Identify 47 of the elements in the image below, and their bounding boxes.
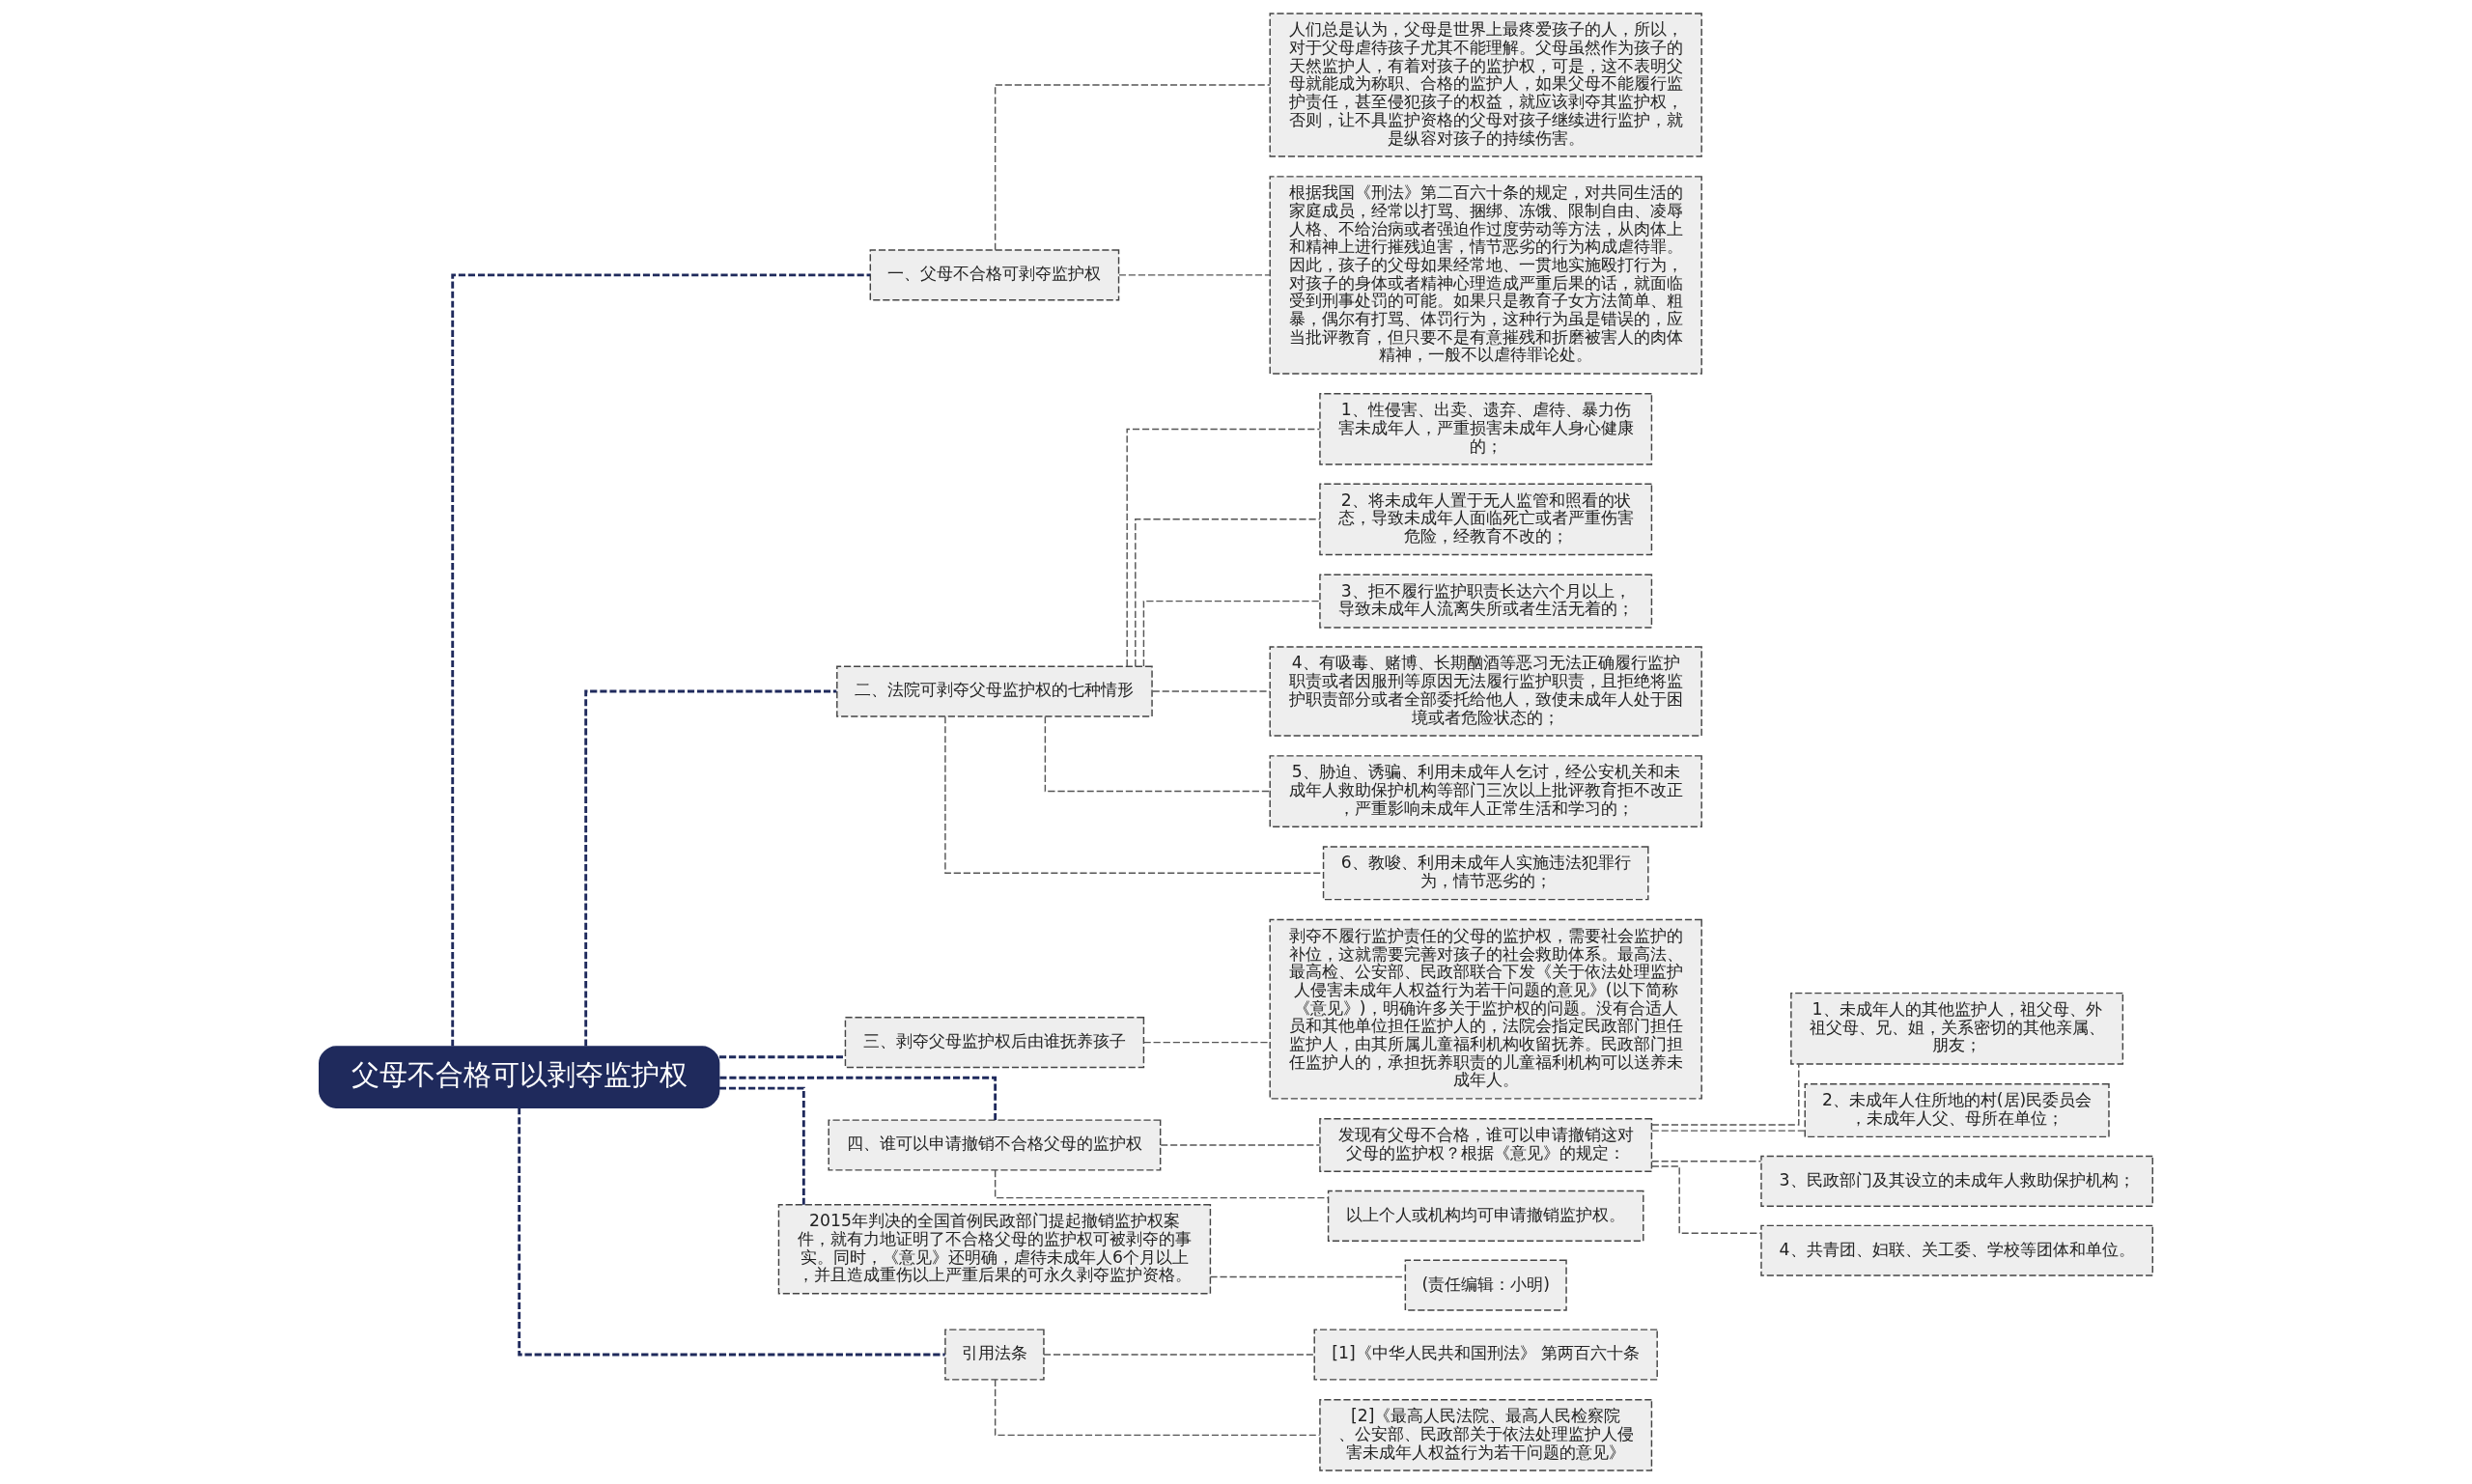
node-box: 4、共青团、妇联、关工委、学校等团体和单位。 (1760, 1224, 2153, 1276)
node-box: 以上个人或机构均可申请撤销监护权。 (1327, 1190, 1644, 1242)
connector (1160, 1144, 1321, 1146)
node-box: 3、民政部门及其设立的未成年人救助保护机构； (1760, 1155, 2153, 1207)
node-box: 1、性侵害、出卖、遗弃、虐待、暴力伤害未成年人，严重损害未成年人身心健康的； (1319, 393, 1653, 465)
connector (1651, 1161, 1762, 1162)
connector (994, 1169, 1329, 1199)
connector (1650, 1063, 1800, 1126)
node-box: 发现有父母不合格，谁可以申请撤销这对父母的监护权？根据《意见》的规定： (1319, 1117, 1653, 1172)
connector (719, 1076, 997, 1121)
node-box: 5、胁迫、诱骗、利用未成年人乞讨，经公安机关和未成年人救助保护机构等部门三次以上批评教育拒不改正，严重影响未成年人正常生活和学习的； (1269, 755, 1702, 827)
node-box: 父母不合格可以剥夺监护权 (319, 1046, 720, 1108)
node-box: 3、拒不履行监护职责长达六个月以上，导致未成年人流离失所或者生活无着的； (1319, 574, 1653, 629)
connector (451, 273, 871, 1047)
node-box: 2015年判决的全国首例民政部门提起撤销监护权案件，就有力地证明了不合格父母的监护权可被剥夺的事实。同时，《意见》还明确，虐待未成年人6个月以上，并且造成重伤以上严重后果的可永久剥夺监护资格。 (777, 1204, 1212, 1295)
connector (1142, 600, 1321, 667)
node-box: 6、教唆、利用未成年人实施违法犯罪行为，情节恶劣的； (1322, 846, 1649, 901)
connector (1118, 274, 1271, 276)
connector (1152, 690, 1271, 692)
node-box: 2、未成年人住所地的村(居)民委员会，未成年人父、母所在单位； (1804, 1083, 2110, 1138)
connector (719, 1055, 846, 1059)
connector (518, 1107, 945, 1357)
node-box: [2]《最高人民法院、最高人民检察院、公安部、民政部关于依法处理监护人侵害未成年人权益行为若干问题的意见》 (1319, 1399, 1653, 1471)
node-box: [1]《中华人民共和国刑法》 第两百六十条 (1313, 1329, 1658, 1381)
node-box: 剥夺不履行监护责任的父母的监护权，需要社会监护的补位，这就需要完善对孩子的社会救助体系。最高法、最高检、公安部、民政部联合下发《关于依法处理监护人侵害未成年人权益行为若干问题的意见》(以下简称《意见》)，明确许多关于监护权的问题。没有合适人员和其他单位担任监护人的，法院会指定民政部门担任监护人，由其所属儿童福利机构收留抚养。民政部门担任监护人的，承担抚养职责的儿童福利机构可以送养未成年人。 (1269, 918, 1702, 1100)
connector (584, 689, 837, 1047)
connector (994, 1379, 1321, 1437)
connector (1135, 518, 1321, 667)
connector (994, 84, 1271, 251)
connector (1142, 1041, 1271, 1044)
node-box: (责任编辑：小明) (1404, 1259, 1567, 1311)
connector (1651, 1130, 1806, 1132)
connector (1650, 1165, 1762, 1234)
node-box: 引用法条 (944, 1329, 1045, 1381)
node-box: 四、谁可以申请撤销不合格父母的监护权 (828, 1119, 1162, 1171)
node-box: 4、有吸毒、赌博、长期酗酒等恶习无法正确履行监护职责或者因服刑等原因无法履行监护职责，且拒绝将监护职责部分或者全部委托给他人，致使未成年人处于困境或者危险状态的； (1269, 646, 1702, 737)
node-box: 三、剥夺父母监护权后由谁抚养孩子 (844, 1017, 1145, 1069)
connector (718, 1086, 805, 1205)
node-box: 一、父母不合格可剥夺监护权 (869, 249, 1120, 301)
node-box: 根据我国《刑法》第二百六十条的规定，对共同生活的家庭成员，经常以打骂、捆绑、冻饿、限制自由、凌辱人格、不给治病或者强迫作过度劳动等方法，从肉体上和精神上进行摧残迫害，情节恶劣的行为构成虐待罪。因此，孩子的父母如果经常地、一贯地实施殴打行为，对孩子的身体或者精神心理造成严重后果的话，就面临受到刑事处罚的可能。如果只是教育子女方法简单、粗暴，偶尔有打骂、体罚行为，这种行为虽是错误的，应当批评教育，但只要不是有意摧残和折磨被害人的肉体精神，一般不以虐待罪论处。 (1269, 176, 1702, 375)
connector (1126, 428, 1321, 667)
connector (1043, 1354, 1315, 1356)
node-box: 人们总是认为，父母是世界上最疼爱孩子的人，所以，对于父母虐待孩子尤其不能理解。父母虽然作为孩子的天然监护人，有着对孩子的监护权，可是，这不表明父母就能成为称职、合格的监护人，如果父母不能履行监护责任，甚至侵犯孩子的权益，就应该剥夺其监护权，否则，让不具监护资格的父母对孩子继续进行监护，就是纵容对孩子的持续伤害。 (1269, 13, 1702, 157)
node-box: 2、将未成年人置于无人监管和照看的状态，导致未成年人面临死亡或者严重伤害危险，经教育不改的； (1319, 483, 1653, 556)
node-box: 1、未成年人的其他监护人，祖父母、外祖父母、兄、姐，关系密切的其他亲属、朋友； (1790, 992, 2124, 1065)
node-box: 二、法院可剥夺父母监护权的七种情形 (836, 665, 1153, 717)
connector (1044, 715, 1271, 793)
